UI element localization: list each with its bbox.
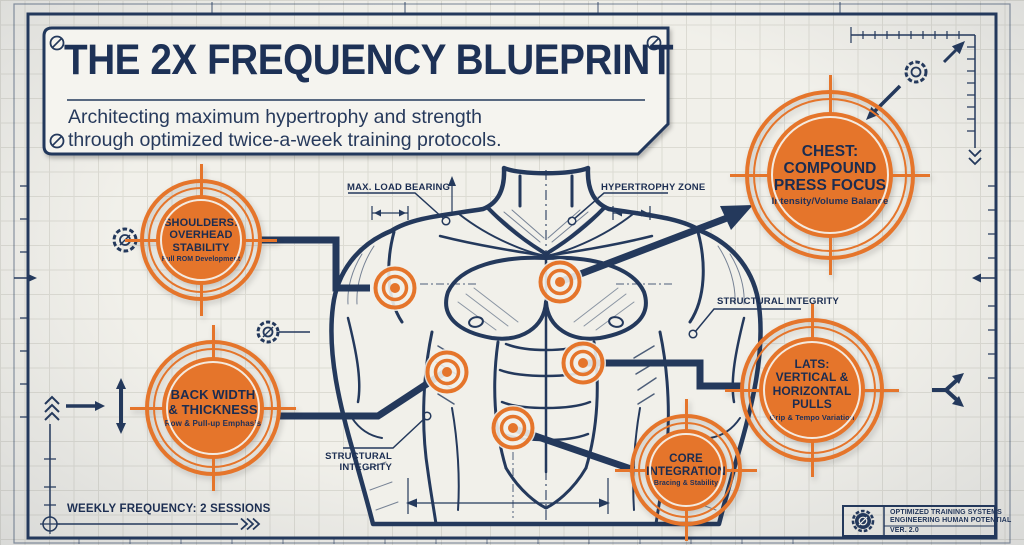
callout-ring xyxy=(745,90,915,260)
title-block xyxy=(842,505,996,537)
arrow-head-icon xyxy=(720,205,753,230)
screw-icon xyxy=(646,35,662,51)
callout-disc: LATS: VERTICAL & HORIZONTAL PULLS Grip &… xyxy=(759,337,865,443)
callout-disc: SHOULDERS: OVERHEAD STABILITY Full ROM D… xyxy=(156,195,246,285)
callout-subtitle: Intensity/Volume Balance xyxy=(771,196,889,208)
page-title: THE 2X FREQUENCY BLUEPRINT xyxy=(64,36,674,84)
callout-ring xyxy=(753,98,907,252)
gear-icon xyxy=(256,320,310,344)
gear-icon xyxy=(904,60,928,84)
callout-ring xyxy=(740,318,884,462)
frame xyxy=(13,2,1011,544)
title-banner-plate xyxy=(42,26,670,156)
callout-chest: CHEST: COMPOUND PRESS FOCUS Intensity/Vo… xyxy=(730,75,930,275)
target-lats-icon xyxy=(560,340,606,386)
label-structural-integrity-right: STRUCTURAL INTEGRITY xyxy=(717,296,840,307)
callout-subtitle: Row & Pull-up Emphasis xyxy=(164,418,262,428)
callout-ring xyxy=(145,340,281,476)
screw-icon xyxy=(49,35,65,51)
callout-subtitle: Grip & Tempo Variation xyxy=(769,412,855,422)
label-weekly-frequency: WEEKLY FREQUENCY: 2 SESSIONS xyxy=(67,503,271,515)
callout-shoulders: SHOULDERS: OVERHEAD STABILITY Full ROM D… xyxy=(125,164,277,316)
callout-ring xyxy=(148,187,254,293)
callout-disc: CORE INTEGRATION Bracing & Stability xyxy=(645,429,727,511)
target-back-icon xyxy=(424,349,470,395)
callout-subtitle: Full ROM Development xyxy=(161,255,241,263)
callout-back: BACK WIDTH & THICKNESS Row & Pull-up Emp… xyxy=(130,325,296,491)
callout-title: BACK WIDTH & THICKNESS xyxy=(168,387,258,417)
chevron-right-icon xyxy=(240,517,261,531)
arrow-right-icon xyxy=(95,401,105,411)
callout-subtitle: Bracing & Stability xyxy=(653,480,719,488)
callout-ring xyxy=(638,422,734,518)
target-core-icon xyxy=(490,405,536,451)
callout-disc: BACK WIDTH & THICKNESS Row & Pull-up Emp… xyxy=(162,357,264,459)
dimension-lines xyxy=(371,170,672,522)
gear-logo-icon xyxy=(851,509,875,533)
callout-ring xyxy=(153,348,273,468)
target-shoulder-icon xyxy=(372,265,418,311)
callout-connectors xyxy=(261,205,753,474)
callout-title: CHEST: COMPOUND PRESS FOCUS xyxy=(773,142,887,195)
callout-ring xyxy=(140,179,262,301)
callout-title: LATS: VERTICAL & HORIZONTAL PULLS xyxy=(772,357,852,411)
callout-ring xyxy=(630,414,742,526)
callout-core: CORE INTEGRATION Bracing & Stability xyxy=(615,399,757,541)
misc-arrows xyxy=(44,373,964,434)
target-chest-icon xyxy=(537,259,583,305)
title-block-line2: ENGINEERING HUMAN POTENTIAL xyxy=(890,517,1012,524)
weekly-frequency-scale xyxy=(40,424,261,534)
arrow-fork-icon xyxy=(932,373,964,407)
chevron-down-icon xyxy=(968,149,982,166)
label-hypertrophy-zone: HYPERTROPHY ZONE xyxy=(601,182,706,193)
callout-title: SHOULDERS: OVERHEAD STABILITY xyxy=(164,217,238,254)
label-structural-integrity-left: STRUCTURAL INTEGRITY xyxy=(325,451,392,474)
screw-icon xyxy=(49,133,65,149)
muscle-target-icons xyxy=(372,259,606,451)
arrow-northeast-icon xyxy=(942,41,965,64)
title-block-version: VER. 2.0 xyxy=(890,527,919,534)
title-block-line1: OPTIMIZED TRAINING SYSTEMS xyxy=(890,509,1002,516)
chevron-up-icon xyxy=(44,395,60,421)
callout-ring xyxy=(748,326,876,454)
callout-lats: LATS: VERTICAL & HORIZONTAL PULLS Grip &… xyxy=(725,303,899,477)
leader-lines xyxy=(343,192,801,449)
callout-disc: CHEST: COMPOUND PRESS FOCUS Intensity/Vo… xyxy=(767,112,893,238)
page-subtitle: Architecting maximum hypertrophy and str… xyxy=(68,106,502,152)
label-max-load-bearing: MAX. LOAD BEARING xyxy=(347,182,451,193)
callout-title: CORE INTEGRATION xyxy=(646,452,726,478)
